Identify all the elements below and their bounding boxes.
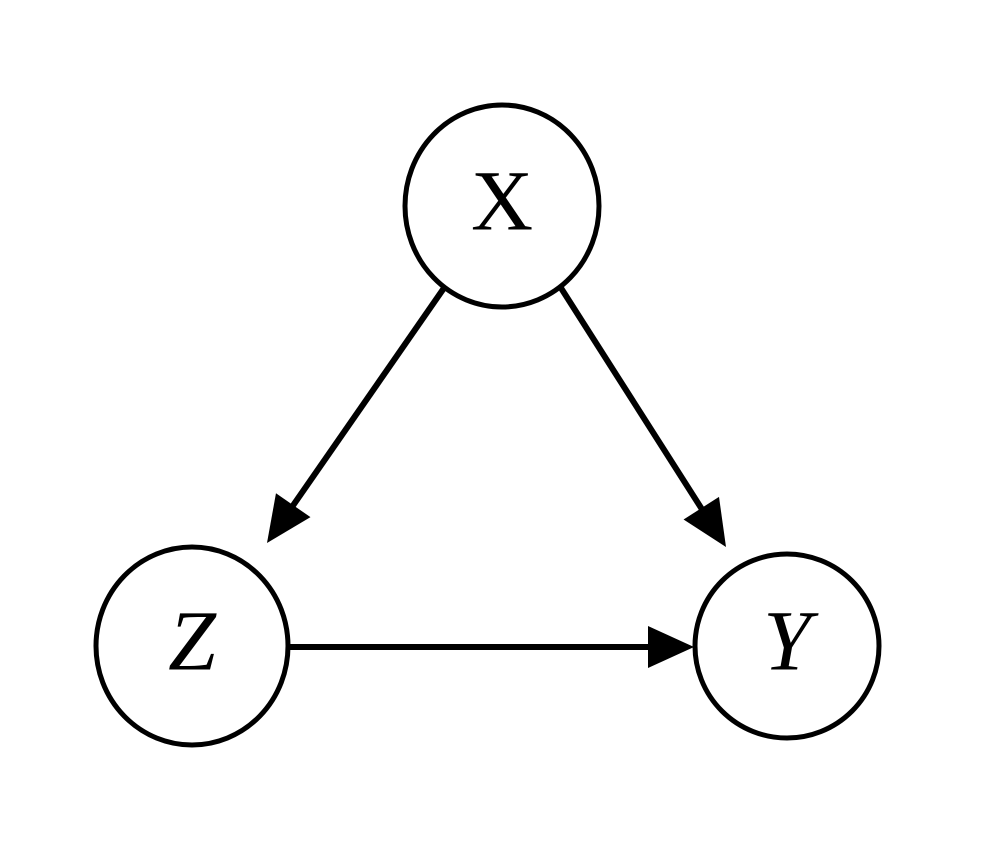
node-x-circle (402, 102, 602, 310)
edge-z-to-y-arrowhead (648, 626, 694, 668)
node-y-circle (692, 551, 882, 741)
edge-x-to-z-line (288, 286, 447, 511)
node-z[interactable]: Z (93, 544, 291, 748)
node-x[interactable]: X (402, 102, 602, 310)
node-y[interactable]: Y (692, 551, 882, 741)
edge-x-to-y[interactable] (558, 286, 726, 547)
edge-z-to-y[interactable] (289, 626, 694, 668)
edge-layer (267, 286, 726, 668)
node-z-circle (93, 544, 291, 748)
edge-x-to-y-line (558, 286, 706, 514)
edge-x-to-y-arrowhead (683, 496, 726, 547)
edge-x-to-z-arrowhead (267, 493, 311, 543)
edge-x-to-z[interactable] (267, 286, 447, 543)
